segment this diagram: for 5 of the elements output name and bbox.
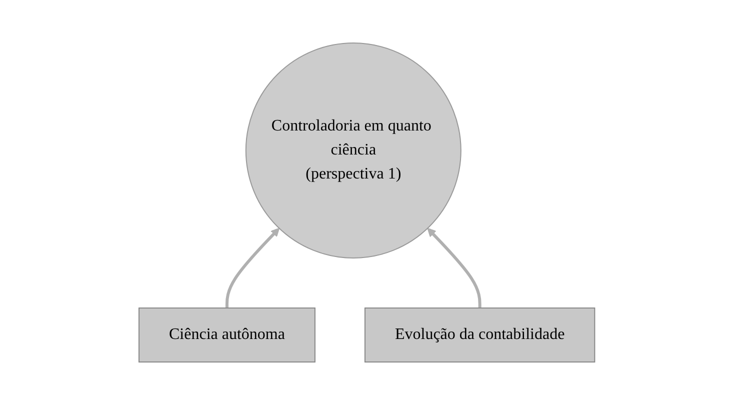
node-box: Evolução da contabilidade [364,308,596,362]
arrow [226,228,280,308]
node-circle: Controladoria em quanto ciência (perspectiva 1) [246,42,462,258]
node-box: Ciência autônoma [138,308,316,362]
arrow [427,228,482,308]
